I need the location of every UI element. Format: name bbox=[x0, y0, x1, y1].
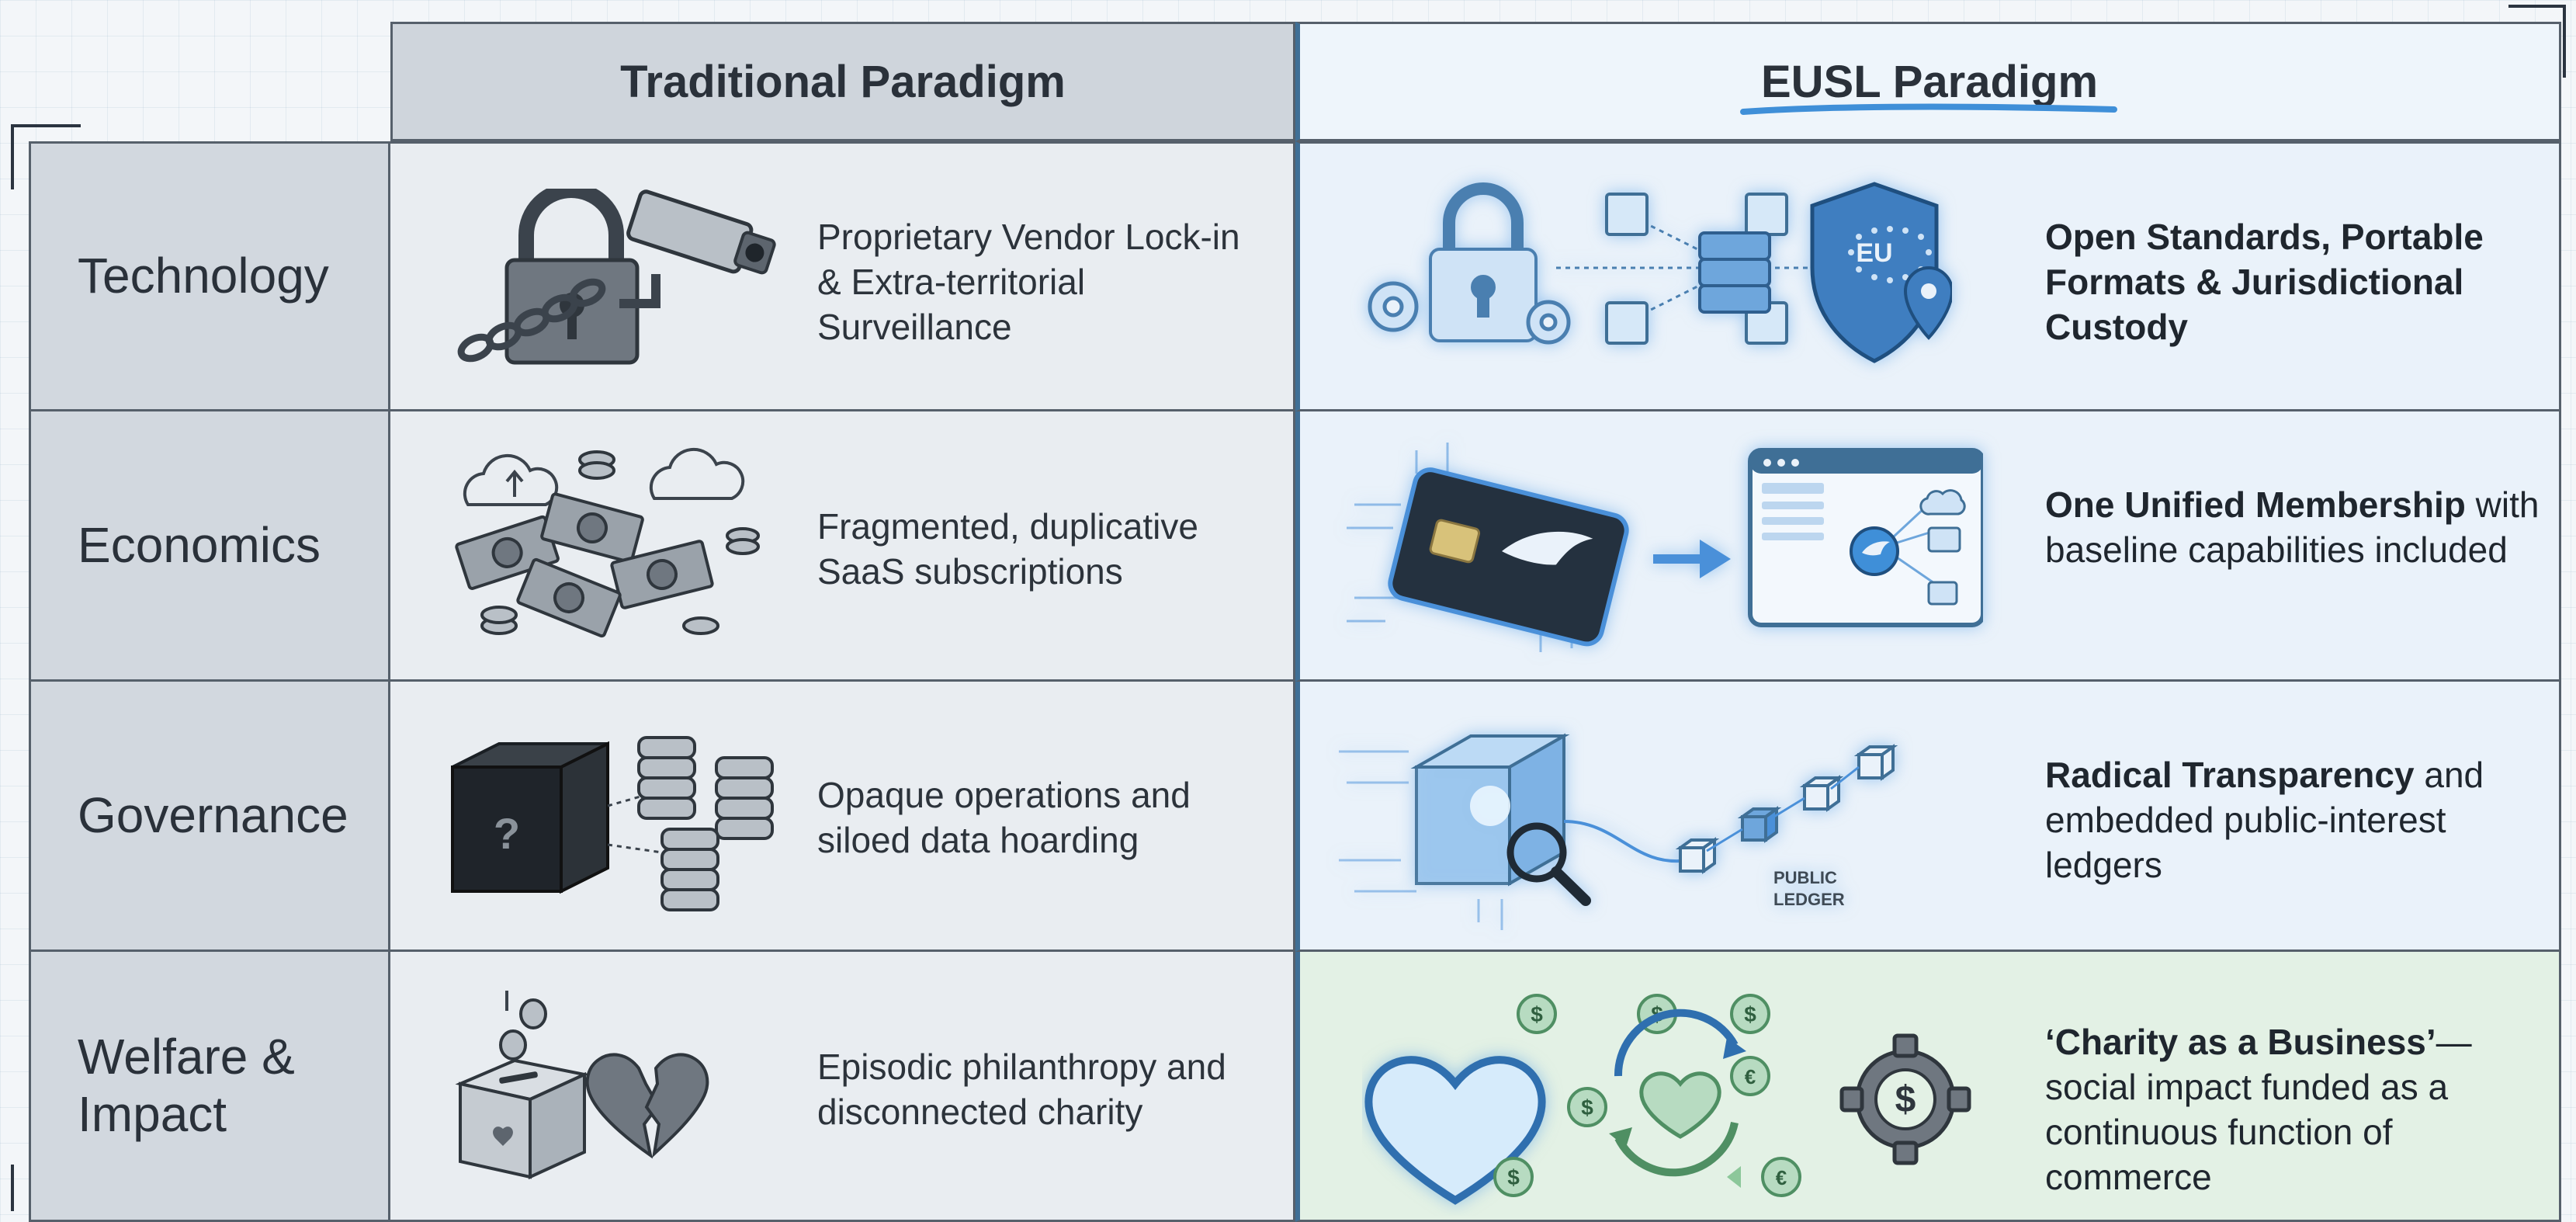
black-box-mark: ? bbox=[494, 809, 520, 858]
euro-coin-label: € bbox=[1776, 1166, 1787, 1189]
traditional-cell-economics: Fragmented, duplicative SaaS subscriptio… bbox=[390, 411, 1295, 682]
traditional-cell-technology: Proprietary Vendor Lock-in & Extra-terri… bbox=[390, 141, 1295, 411]
dollar-coin-label: $ bbox=[1744, 1002, 1756, 1026]
corner-bracket-top-right bbox=[2508, 5, 2566, 78]
public-ledger-label-2: LEDGER bbox=[1773, 890, 1845, 909]
row-label-welfare-impact: Welfare &Impact bbox=[29, 952, 390, 1222]
charity-cycle-icon: $ $ $ $ € $ € $ bbox=[1364, 994, 1971, 1205]
traditional-paradigm-header: Traditional Paradigm bbox=[390, 22, 1295, 141]
fragmented-subscriptions-icon bbox=[455, 447, 760, 638]
database-icon bbox=[637, 736, 774, 911]
eusl-text-rest: with baseline capabilities included bbox=[2045, 484, 2540, 570]
eusl-text-bold: Open Standards, Portable Formats & Juris… bbox=[2045, 217, 2484, 347]
eusl-paradigm-title: EUSL Paradigm bbox=[1760, 56, 2099, 107]
eusl-text-welfare: ‘Charity as a Business’—social impact fu… bbox=[2045, 1020, 2542, 1200]
eusl-paradigm-header: EUSL Paradigm bbox=[1295, 22, 2561, 141]
corner-bracket-bottom-left bbox=[11, 1165, 37, 1211]
black-box-database-icon: ? bbox=[451, 736, 774, 911]
eusl-cell-welfare: $ $ $ $ € $ € $ ‘Charity as a Business’—… bbox=[1295, 952, 2561, 1222]
padlock-chain-camera-icon bbox=[457, 189, 776, 365]
dollar-coin-label: $ bbox=[1507, 1165, 1520, 1189]
dollar-coin-label: $ bbox=[1581, 1095, 1593, 1120]
eusl-cell-economics: One Unified Membership with baseline cap… bbox=[1295, 411, 2561, 682]
donation-box-broken-heart-icon bbox=[455, 991, 709, 1180]
row-label-line-1: Welfare & bbox=[78, 1028, 295, 1085]
eusl-text-bold: Radical Transparency bbox=[2045, 755, 2415, 795]
euro-coin-label: € bbox=[1745, 1065, 1756, 1088]
row-label-text: Technology bbox=[78, 248, 329, 304]
eusl-text-economics: One Unified Membership with baseline cap… bbox=[2045, 483, 2542, 573]
gear-dollar-label: $ bbox=[1895, 1079, 1916, 1120]
eusl-text-bold: One Unified Membership bbox=[2045, 484, 2466, 525]
traditional-text-welfare: Episodic philanthropy and disconnected c… bbox=[817, 1047, 1226, 1132]
eusl-cell-governance: PUBLIC LEDGER Radical Transparency and e… bbox=[1295, 682, 2561, 952]
open-standards-network-icon: EU bbox=[1368, 182, 1952, 363]
traditional-text-governance: Opaque operations and siloed data hoardi… bbox=[817, 775, 1191, 860]
eusl-text-governance: Radical Transparency and embedded public… bbox=[2045, 753, 2542, 888]
traditional-text-technology: Proprietary Vendor Lock-in & Extra-terri… bbox=[817, 217, 1240, 347]
eusl-text-rest: —social impact funded as a continuous fu… bbox=[2045, 1022, 2472, 1197]
unified-membership-icon bbox=[1347, 443, 1983, 652]
public-ledger-label-1: PUBLIC bbox=[1773, 868, 1837, 887]
eusl-text-bold: ‘Charity as a Business’ bbox=[2045, 1022, 2436, 1062]
traditional-text-economics: Fragmented, duplicative SaaS subscriptio… bbox=[817, 506, 1198, 592]
row-label-economics: Economics bbox=[29, 411, 390, 682]
eusl-underline-stroke bbox=[1740, 103, 2117, 115]
eusl-cell-technology: EU Open Standards, Portable Formats & Ju… bbox=[1295, 141, 2561, 411]
eusl-text-rest: and embedded public-interest ledgers bbox=[2045, 755, 2484, 885]
public-ledger-icon: PUBLIC LEDGER bbox=[1339, 733, 1898, 930]
gear-icon bbox=[1368, 281, 1571, 345]
row-label-line-2: Impact bbox=[78, 1085, 227, 1142]
dollar-coin-label: $ bbox=[1531, 1002, 1543, 1026]
row-label-technology: Technology bbox=[29, 141, 390, 411]
eusl-text-technology: Open Standards, Portable Formats & Juris… bbox=[2045, 215, 2542, 350]
row-label-text: Welfare &Impact bbox=[78, 1029, 295, 1143]
row-label-text: Economics bbox=[78, 516, 321, 573]
traditional-cell-welfare: Episodic philanthropy and disconnected c… bbox=[390, 952, 1295, 1222]
corner-bracket-top-left bbox=[11, 124, 81, 189]
traditional-cell-governance: ? Opaque operations and siloed data hoar… bbox=[390, 682, 1295, 952]
row-label-text: Governance bbox=[78, 786, 348, 843]
traditional-paradigm-title: Traditional Paradigm bbox=[620, 56, 1066, 107]
eu-shield-label: EU bbox=[1856, 238, 1892, 268]
row-label-governance: Governance bbox=[29, 682, 390, 952]
